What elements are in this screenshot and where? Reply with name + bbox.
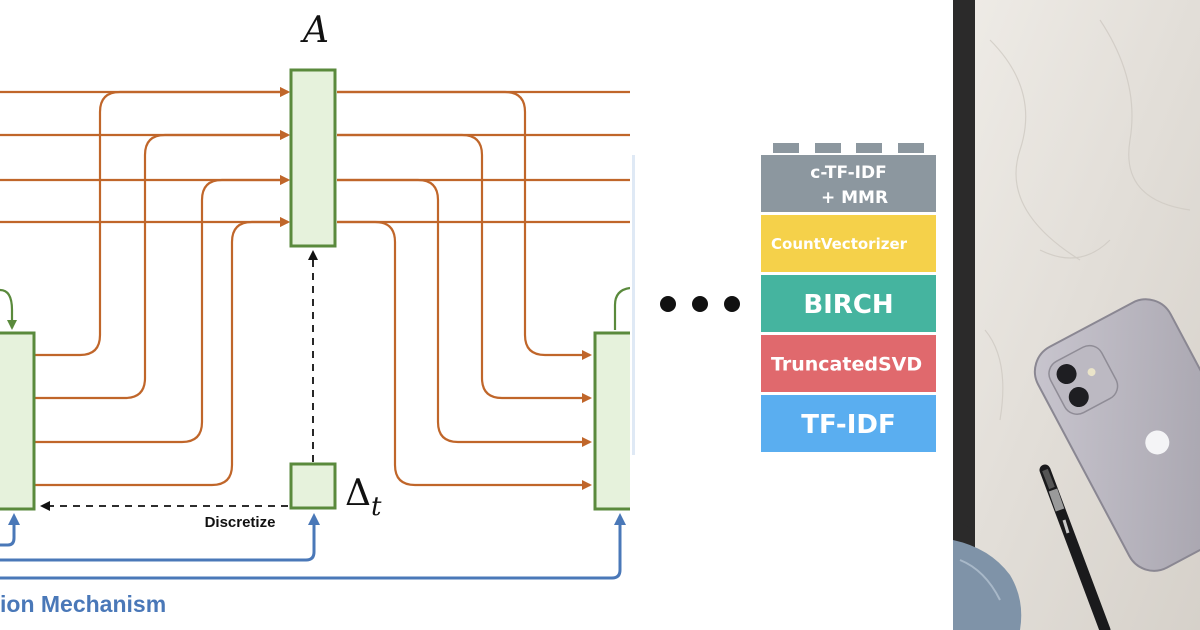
stack-layer-label: TF-IDF [801, 410, 896, 440]
stack-layer-label: CountVectorizer [771, 235, 908, 253]
stack-layer-block [761, 275, 936, 332]
discretize-label: Discretize [205, 514, 276, 531]
left-state-box [0, 331, 36, 511]
flow-lines-top [0, 87, 630, 490]
right-feedback-arc [613, 286, 631, 330]
phone [1033, 298, 1200, 572]
pen [1039, 464, 1111, 630]
delta-symbol: Δ [345, 473, 371, 514]
mechanism-label: ion Mechanism [0, 591, 166, 617]
stack-layer-label: BIRCH [803, 290, 893, 320]
stack-layer-block [761, 395, 936, 452]
stack-layer-label: c-TF-IDF [810, 163, 886, 183]
stack-layer-block [761, 215, 936, 272]
stack-layer-0: c-TF-IDF + MMR [761, 155, 936, 212]
mechanism-arrows [0, 513, 626, 580]
stack-top-teeth [773, 143, 924, 153]
left-feedback-arc [0, 288, 17, 330]
stack-layer-label-line2: + MMR [821, 188, 888, 208]
stack-layer-block [761, 335, 936, 392]
matrix-a-label: A [300, 10, 329, 51]
jeans-fabric [953, 540, 1022, 630]
stack-layer-1: CountVectorizer [761, 215, 936, 272]
apple-logo-icon [1145, 430, 1170, 455]
stack-layer-3: TruncatedSVD [761, 335, 936, 392]
delta-box [289, 462, 337, 510]
stack-layer-2: BIRCH [761, 275, 936, 332]
delta-subscript: t [371, 492, 382, 522]
stack-layer-label: TruncatedSVD [771, 353, 922, 375]
delta-label: Δt [345, 473, 382, 522]
phone-and-pen-photo [953, 0, 1200, 630]
stack-layer-4: TF-IDF [761, 395, 936, 452]
ellipsis-dots [660, 296, 740, 312]
selection-mechanism-diagram: A Δt Discretize ion Mechanism [0, 10, 647, 617]
matrix-a-box [289, 68, 337, 248]
stack-layer-block [761, 155, 936, 212]
